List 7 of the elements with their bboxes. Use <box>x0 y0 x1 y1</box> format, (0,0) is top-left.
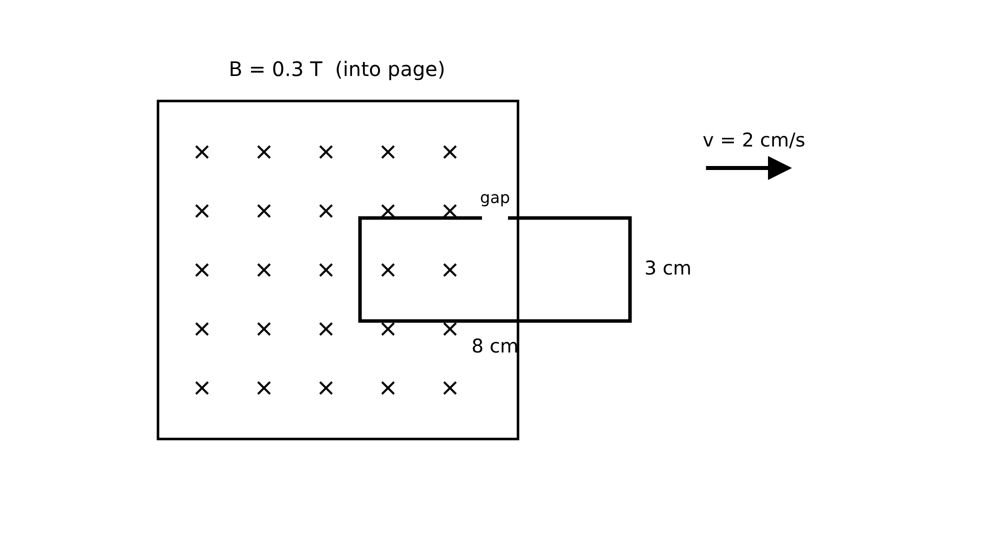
gap-label: gap <box>480 190 510 206</box>
wire-loop <box>358 216 632 323</box>
field-label: B = 0.3 T (into page) <box>228 59 446 79</box>
dimension-label: 3 cm <box>644 260 692 278</box>
dimension-label: 8 cm <box>471 338 519 356</box>
magnetic-field-region <box>156 100 520 440</box>
velocity-label: v = 2 cm/s <box>702 132 806 150</box>
